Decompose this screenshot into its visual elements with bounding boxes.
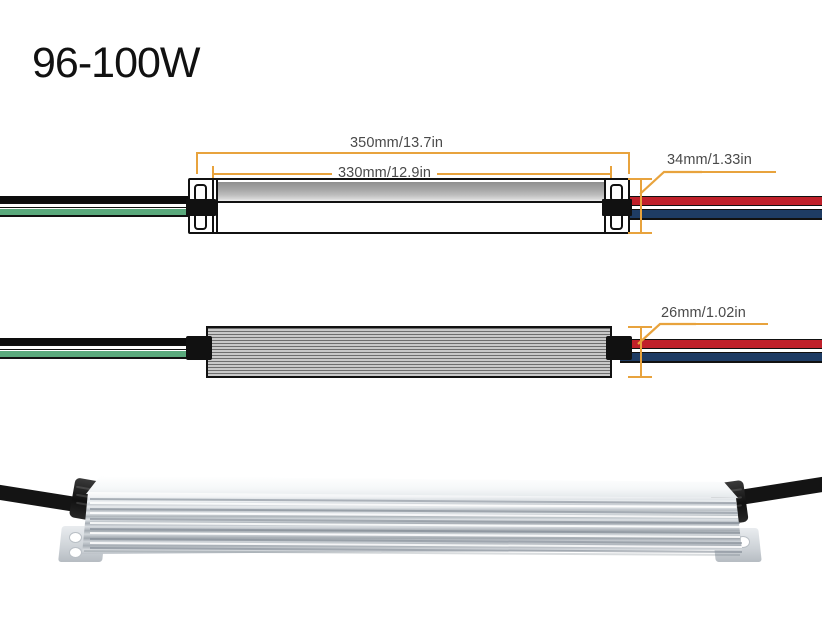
dimension-label-body-length: 330mm/12.9in [332,165,438,182]
side-output-outline-top [620,339,822,341]
dimension-label-height: 26mm/1.02in [661,305,746,321]
dimension-label-overall-length: 350mm/13.7in [344,135,450,152]
output-wire-red [626,197,822,205]
side-output-separator [620,348,822,350]
photo-housing-top-face [86,476,738,498]
dimension-tick-height-top [628,326,652,328]
dimension-tick-width-bottom [628,232,652,234]
side-output-wire-red [620,340,822,348]
dimension-tick-body-right [610,166,612,182]
driver-body-top-shading [216,182,606,201]
output-wire-separator-2 [626,209,822,211]
dimension-label-width: 34mm/1.33in [667,152,752,168]
dimension-tick-body-left [212,166,214,182]
output-wire-bundle-outline-bot [626,218,822,220]
dimension-underline-width [702,171,776,173]
dimension-line-height [640,326,642,378]
side-input-wire-black [0,338,200,345]
output-wire-gap [626,206,822,209]
dimension-line-overall-length [196,152,630,154]
input-wire-white [0,203,196,208]
side-input-wire-white [0,345,200,350]
page-title: 96-100W [32,39,200,87]
dimension-tick-overall-left [196,152,198,174]
output-wire-blue [626,210,822,218]
photo-mounting-hole-left-1 [69,532,82,543]
input-wire-black [0,196,196,203]
output-wire-separator [626,205,822,207]
dimension-underline-height [696,323,768,325]
input-wire-green [0,209,196,215]
dimension-line-width [640,178,642,234]
product-photo [0,452,822,638]
side-cable-gland-right [606,336,632,360]
dimension-tick-height-bottom [628,376,652,378]
dimension-tick-width-top [628,178,652,180]
driver-body-top-seam [214,201,608,203]
side-output-outline-bot [620,361,822,363]
dimension-leader-width [639,170,702,195]
side-output-separator-2 [620,352,822,354]
cable-gland-right [602,199,632,216]
side-cable-gland-left [186,336,212,360]
side-output-gap [620,349,822,352]
driver-body-top-edge-left [216,180,218,232]
side-input-wire-outline [0,357,200,359]
cable-gland-left [186,199,216,216]
dimension-leader-height [637,322,696,345]
photo-cable-right [738,475,822,505]
dimension-tick-overall-right [628,152,630,174]
side-input-wire-green [0,351,200,357]
side-view: 26mm/1.02in [0,305,822,378]
top-view: 350mm/13.7in 330mm/12.9in [0,0,822,300]
output-wire-bundle-outline-top [626,196,822,198]
input-wire-bundle-outline [0,215,196,217]
driver-body-side [206,326,612,378]
side-output-wire-blue [620,353,822,361]
photo-mounting-hole-left-2 [69,547,82,558]
